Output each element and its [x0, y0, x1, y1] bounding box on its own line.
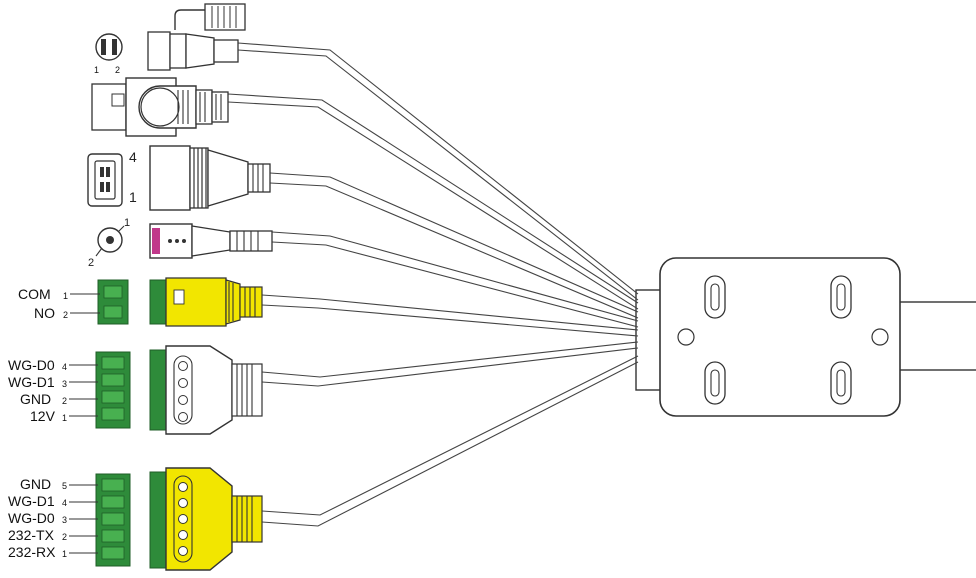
power-pinout-icon: 1 2 [94, 33, 123, 75]
rs232-terminal-232-tx: 232-TX 2 [8, 527, 98, 543]
rs232-terminal-232-rx: 232-RX 1 [8, 544, 98, 560]
rs232-plug [149, 467, 263, 571]
terminal-pin-number: 1 [62, 413, 67, 423]
relay-terminal-com: COM 1 [18, 286, 100, 302]
terminal-pin-number: 3 [62, 515, 67, 525]
usb-connector [149, 145, 271, 211]
terminal-pin-number: 2 [63, 310, 68, 320]
power-pin-label-1: 1 [94, 65, 99, 75]
cable-rs232 [261, 355, 639, 516]
terminal-label-com: COM [18, 286, 51, 302]
terminal-label: GND [20, 476, 51, 492]
terminal-pin-number: 2 [62, 532, 67, 542]
terminal-pin-number: 2 [62, 396, 67, 406]
wiegand-terminal-block [95, 351, 131, 429]
terminal-label: WG-D1 [8, 374, 55, 390]
mount-slot [704, 361, 726, 405]
rs232-terminal-gnd: GND 5 [20, 476, 98, 492]
mount-slot [830, 275, 852, 319]
rs232-terminal-block [95, 473, 131, 567]
terminal-label: 12V [30, 408, 56, 424]
mount-slot [830, 361, 852, 405]
cable-relay [261, 294, 639, 331]
rs232-terminal-wg-d1: WG-D1 4 [8, 493, 98, 509]
wiegand-terminal-12v: 12V 1 [30, 408, 98, 424]
cable-power [237, 42, 639, 295]
terminal-pin-number: 5 [62, 481, 67, 491]
relay-plug [149, 277, 263, 327]
usb-pin-label-1: 1 [129, 189, 137, 205]
cable-ethernet [227, 93, 639, 304]
terminal-label: WG-D0 [8, 357, 55, 373]
relay-terminal-block [97, 279, 129, 325]
mount-slot [704, 275, 726, 319]
cable-wiegand [261, 341, 639, 378]
device-housing [635, 257, 976, 417]
terminal-label: WG-D0 [8, 510, 55, 526]
terminal-pin-number: 1 [63, 291, 68, 301]
usb-pinout-icon: 4 1 [87, 149, 137, 207]
cable-bundle [227, 42, 639, 527]
terminal-pin-number: 1 [62, 549, 67, 559]
terminal-label: GND [20, 391, 51, 407]
dc-jack-connector [149, 223, 273, 259]
cable-usb [269, 172, 639, 313]
dc-jack-pin-label-1: 1 [124, 217, 130, 229]
terminal-label: 232-RX [8, 544, 56, 560]
wiegand-terminal-wg-d0: WG-D0 4 [8, 357, 98, 373]
terminal-pin-number: 4 [62, 362, 67, 372]
terminal-pin-number: 3 [62, 379, 67, 389]
wiegand-terminal-gnd: GND 2 [20, 391, 98, 407]
dc-jack-pin-label-2: 2 [88, 257, 94, 269]
terminal-label: WG-D1 [8, 493, 55, 509]
power-connector [147, 3, 246, 71]
cable-dc [271, 231, 639, 322]
wiegand-plug [149, 345, 263, 435]
ethernet-connector [91, 77, 229, 137]
terminal-label-no: NO [34, 305, 55, 321]
rs232-terminal-wg-d0: WG-D0 3 [8, 510, 98, 526]
terminal-pin-number: 4 [62, 498, 67, 508]
terminal-label: 232-TX [8, 527, 55, 543]
relay-terminal-no: NO 2 [34, 305, 100, 321]
dc-jack-pinout-icon: 1 2 [88, 217, 130, 269]
wiegand-terminal-wg-d1: WG-D1 3 [8, 374, 98, 390]
usb-pin-label-4: 4 [129, 149, 137, 165]
power-pin-label-2: 2 [115, 65, 120, 75]
